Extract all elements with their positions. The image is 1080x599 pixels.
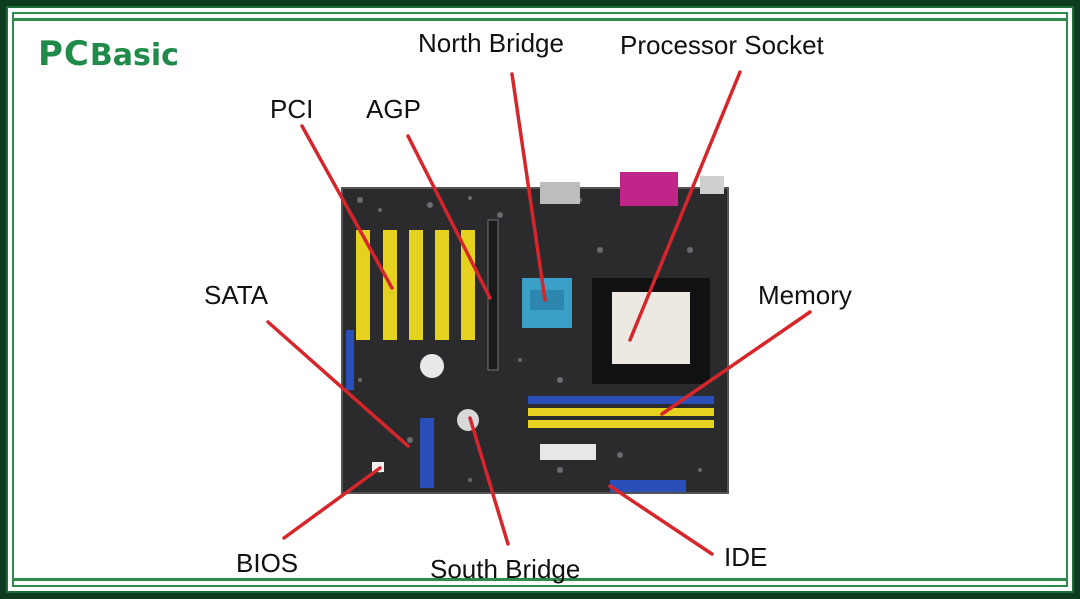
usb-port (700, 176, 724, 194)
bios-chip (372, 462, 384, 472)
label-agp: AGP (366, 94, 421, 124)
label-bios: BIOS (236, 548, 299, 578)
pointer-north-bridge (510, 72, 547, 302)
power-connector (540, 444, 596, 460)
memory-slot-1 (528, 396, 714, 404)
cmos-battery (420, 354, 444, 378)
parallel-port (620, 172, 678, 206)
label-south-bridge: South Bridge (430, 554, 581, 584)
sata-port-b (420, 418, 434, 488)
pointer-lines (266, 70, 812, 556)
label-memory: Memory (758, 280, 852, 310)
rear-io-port (540, 182, 580, 204)
sata-port-a (346, 330, 354, 390)
bottom-stripe (12, 578, 1068, 581)
label-processor-socket: Processor Socket (620, 30, 824, 60)
north-bridge-chip (530, 290, 564, 310)
board-edge (341, 187, 729, 494)
logo-secondary: Basic (89, 38, 179, 73)
ide-connector (610, 480, 686, 492)
label-north-bridge: North Bridge (418, 28, 564, 58)
pointer-south-bridge (468, 416, 510, 546)
logo-primary: PC (38, 34, 90, 74)
memory-slot-3 (528, 420, 714, 428)
pointer-processor-socket (628, 70, 742, 342)
pointer-bios (282, 466, 382, 540)
pointer-memory (660, 310, 812, 416)
processor-socket (612, 292, 690, 364)
label-pci: PCI (270, 94, 314, 124)
pointer-ide (608, 484, 714, 556)
label-ide: IDE (724, 542, 768, 572)
memory-slot-2 (528, 408, 714, 416)
inner-frame (12, 12, 1068, 587)
pointer-agp (406, 134, 492, 300)
south-bridge-chip (457, 409, 479, 431)
pci-slots (356, 230, 475, 340)
pointer-pci (300, 124, 394, 290)
pointer-sata (266, 320, 410, 448)
pcbasic-logo: PCBasic (38, 34, 179, 74)
top-stripe (12, 18, 1068, 21)
label-sata: SATA (204, 280, 269, 310)
